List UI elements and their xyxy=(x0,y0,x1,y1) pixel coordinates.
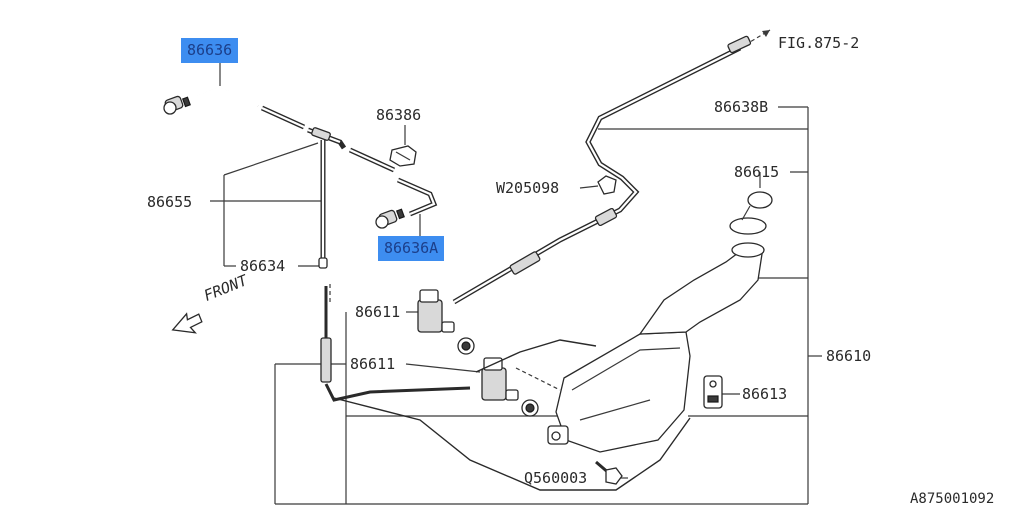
part-label-w205098[interactable]: W205098 xyxy=(496,179,560,197)
part-label-86611-upper[interactable]: 86611 xyxy=(355,303,401,321)
part-label-86615[interactable]: 86615 xyxy=(734,163,780,181)
bolt-icon xyxy=(595,460,623,485)
part-label-86638b[interactable]: 86638B xyxy=(714,98,769,116)
part-label-86634[interactable]: 86634 xyxy=(240,257,286,275)
part-label-86636a[interactable]: 86636A xyxy=(378,236,445,261)
part-label-86386[interactable]: 86386 xyxy=(376,106,422,124)
washer-motor-upper-icon xyxy=(417,289,475,355)
clip-w205098-icon xyxy=(597,175,617,195)
part-label-86636[interactable]: 86636 xyxy=(181,38,239,63)
part-label-86613[interactable]: 86613 xyxy=(742,385,788,403)
label-plate-icon xyxy=(703,375,723,409)
washer-hose-loop xyxy=(333,397,691,491)
washer-motor-lower-icon xyxy=(481,357,539,417)
washer-hose-rear xyxy=(320,286,597,402)
washer-tank-icon xyxy=(547,242,765,453)
washer-hose-long xyxy=(452,35,752,305)
nozzle-top-icon xyxy=(163,95,191,115)
part-label-q560003[interactable]: Q560003 xyxy=(524,469,588,487)
nozzle-bottom-icon xyxy=(375,208,405,229)
part-label-86610[interactable]: 86610 xyxy=(826,347,872,365)
fig-reference[interactable]: FIG.875-2 xyxy=(778,34,860,52)
drawing-number: A875001092 xyxy=(910,491,995,507)
washer-hose-upper xyxy=(179,86,438,217)
part-label-86655[interactable]: 86655 xyxy=(147,193,193,211)
front-arrow-icon xyxy=(171,312,203,334)
clip-86386-icon xyxy=(389,145,417,167)
part-label-86611-lower[interactable]: 86611 xyxy=(350,355,396,373)
hose-t-joint-icon xyxy=(311,127,331,269)
filler-cap-icon xyxy=(729,191,773,235)
leader-lines xyxy=(210,29,822,505)
